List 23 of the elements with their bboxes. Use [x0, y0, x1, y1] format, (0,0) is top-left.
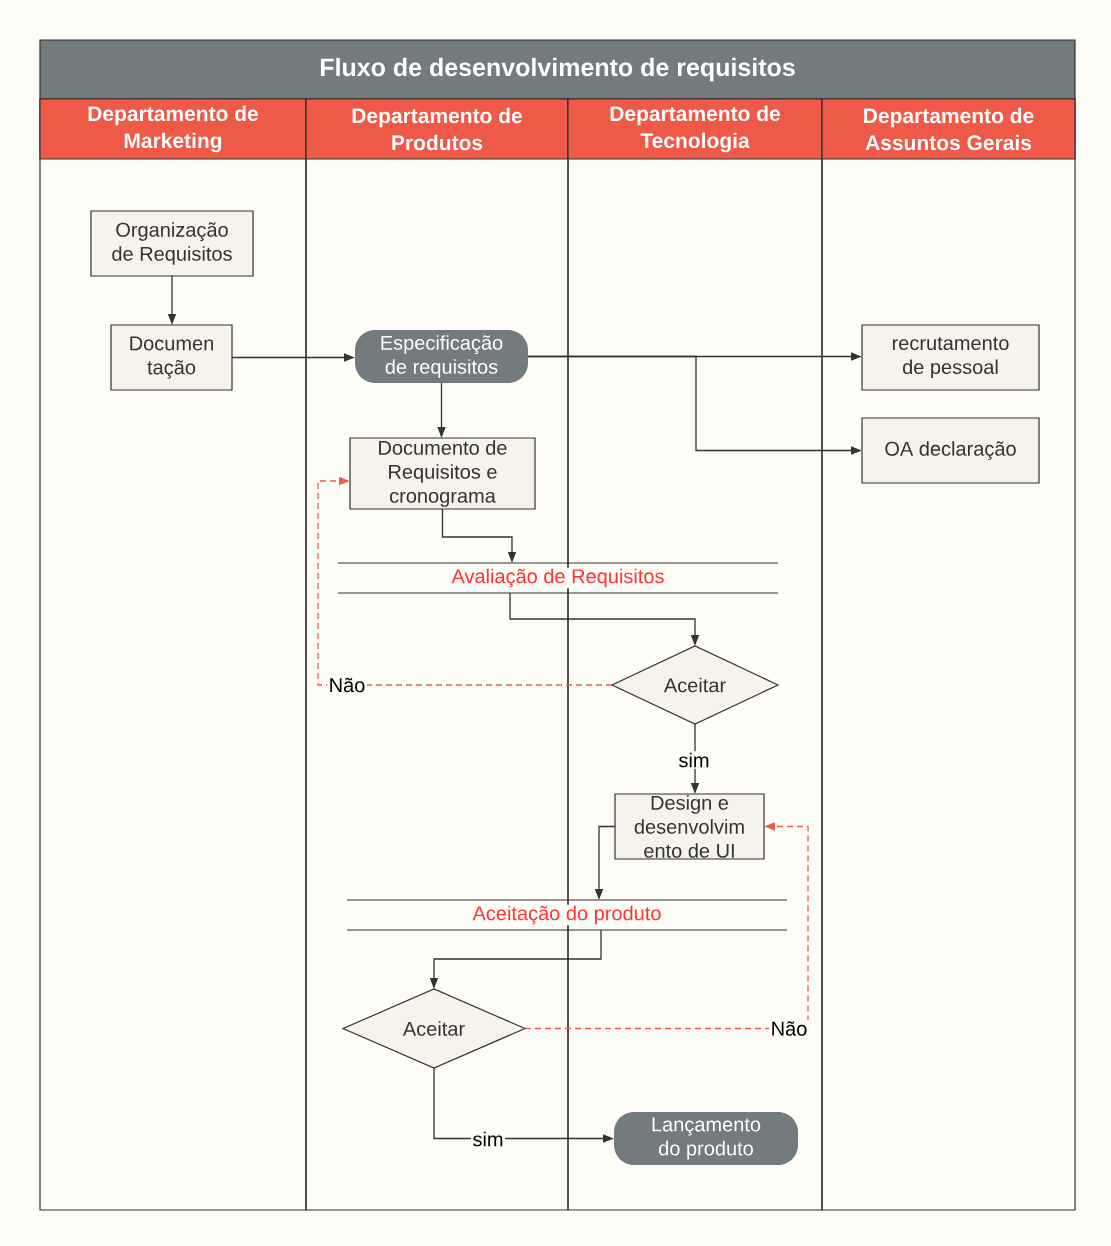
node-label: Avaliação de Requisitos	[451, 568, 664, 588]
process-box: recrutamento de pessoal	[861, 324, 1040, 391]
dashed-arrow	[317, 476, 613, 686]
lane-header: Departamento de Assuntos Gerais	[821, 98, 1076, 160]
lane-header: Departamento de Produtos	[305, 98, 569, 160]
edge-label: sim	[676, 751, 712, 769]
process-box: Documen tação	[110, 324, 233, 391]
process-box: Design e desenvolvim ento de UI	[614, 793, 765, 860]
process-box: Documento de Requisitos e cronograma	[349, 437, 536, 510]
node-label: Aceitação do produto	[472, 905, 661, 925]
lane-header: Departamento de Tecnologia	[567, 98, 823, 160]
edge-label: Não	[327, 676, 367, 694]
lane-header: Departamento de Marketing	[39, 98, 307, 160]
edge-label: sim	[470, 1130, 506, 1148]
swimlane	[39, 98, 307, 1211]
process-box: Organização de Requisitos	[90, 210, 254, 277]
sync-bar: Aceitação do produto	[346, 899, 788, 931]
sync-bar: Avaliação de Requisitos	[337, 562, 779, 594]
terminal-box: Especificação de requisitos	[355, 330, 528, 383]
terminal-box: Lançamento do produto	[614, 1112, 798, 1165]
dashed-arrow	[524, 822, 809, 1030]
title-bar: Fluxo de desenvolvimento de requisitos	[39, 39, 1076, 100]
process-box: OA declaração	[861, 417, 1040, 484]
